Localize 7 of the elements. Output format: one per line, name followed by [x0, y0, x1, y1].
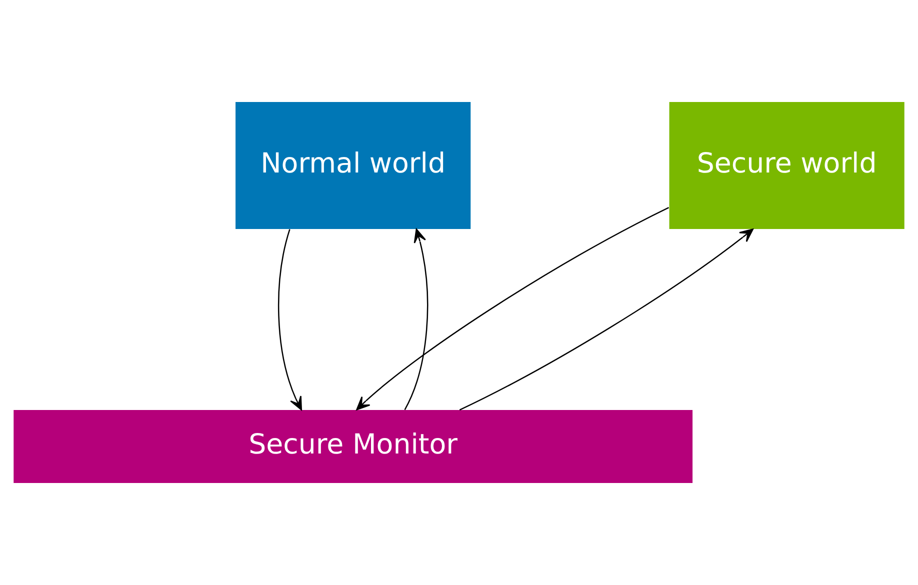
node-box: Secure Monitor — [14, 410, 693, 483]
arrow — [278, 229, 302, 410]
arrow — [356, 207, 670, 410]
arrow — [404, 228, 428, 410]
arrow — [459, 228, 754, 411]
node-box: Normal world — [236, 102, 471, 229]
node-box: Secure world — [669, 102, 904, 229]
